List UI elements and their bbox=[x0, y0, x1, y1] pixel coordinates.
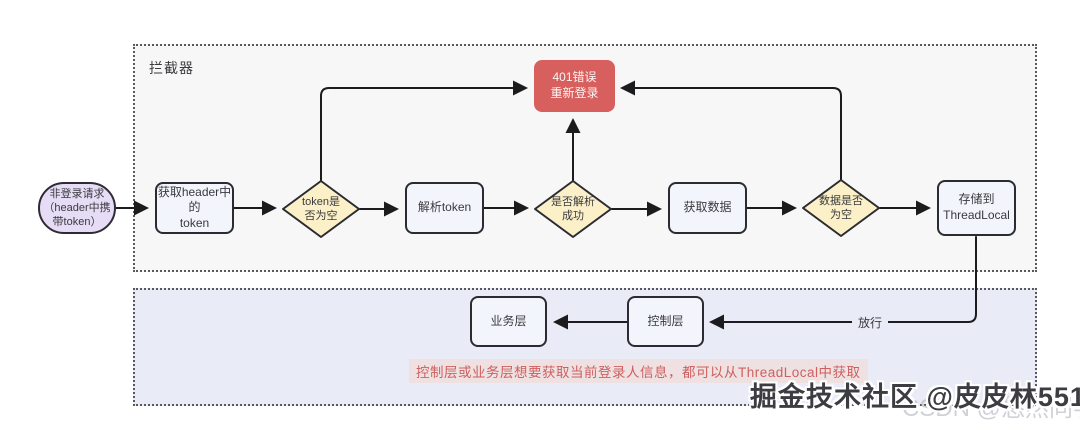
error-401-node: 401错误 重新登录 bbox=[534, 60, 615, 112]
decision-parse-ok-label: 是否解析 成功 bbox=[551, 195, 595, 222]
process-parse-token: 解析token bbox=[405, 182, 484, 234]
decision-token-empty-label: token是 否为空 bbox=[302, 195, 340, 222]
decision-token-empty-shape bbox=[282, 180, 360, 238]
decision-data-empty-label: 数据是否 为空 bbox=[819, 194, 863, 221]
edge-data-empty-to-401 bbox=[620, 80, 842, 181]
start-node: 非登录请求 （header中携 带token） bbox=[38, 182, 116, 234]
process-get-data: 获取数据 bbox=[668, 182, 747, 234]
controller-layer-node: 控制层 bbox=[627, 296, 704, 347]
lower-layers-group-box bbox=[133, 288, 1037, 406]
release-edge-label: 放行 bbox=[852, 314, 889, 331]
process-store-threadlocal: 存储到 ThreadLocal bbox=[937, 180, 1016, 236]
process-get-token: 获取header中的 token bbox=[155, 182, 234, 234]
service-layer-node: 业务层 bbox=[470, 296, 547, 347]
watermark-csdn: CSDN @悠然同学 bbox=[902, 395, 1080, 422]
edge-store-to-controller-release bbox=[709, 236, 977, 330]
edge-token-empty-to-401 bbox=[320, 80, 528, 182]
interceptor-group-label: 拦截器 bbox=[149, 60, 194, 76]
decision-data-empty-shape bbox=[802, 179, 880, 237]
decision-parse-ok-shape bbox=[534, 180, 612, 238]
watermark-juejin: 掘金技术社区 @皮皮林551 bbox=[750, 382, 1080, 412]
annotation-text: 控制层或业务层想要获取当前登录人信息，都可以从ThreadLocal中获取 bbox=[409, 359, 868, 383]
